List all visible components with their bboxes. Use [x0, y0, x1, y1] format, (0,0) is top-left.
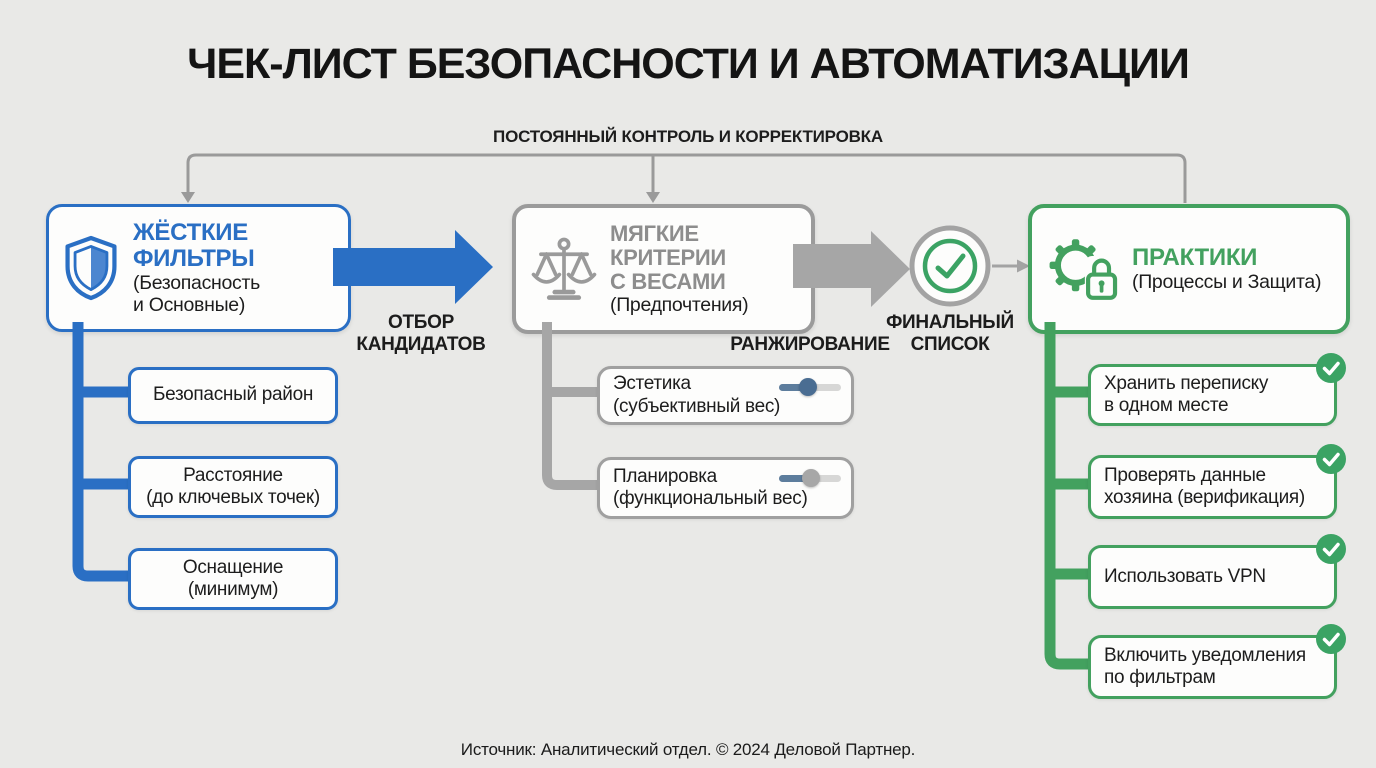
selection-arrow-label: ОТБОР КАНДИДАТОВ — [341, 312, 501, 355]
hard-filter-item-equipment: Оснащение (минимум) — [128, 548, 338, 610]
practice-label: Хранить переписку — [1104, 372, 1269, 394]
criterion-label: Эстетика — [613, 373, 691, 395]
check-circle-icon — [909, 225, 991, 307]
criterion-label: (субъективный вес) — [613, 395, 781, 417]
selection-arrow-label-line2: КАНДИДАТОВ — [356, 333, 486, 355]
practices-title: ПРАКТИКИ — [1132, 243, 1258, 271]
hard-filters-subtitle-line1: (Безопасность — [133, 271, 260, 294]
weight-slider[interactable] — [779, 469, 841, 487]
practice-label: Использовать VPN — [1104, 565, 1266, 587]
practice-label: Включить уведомления — [1104, 644, 1306, 666]
hard-filters-subtitle-line2: и Основные) — [133, 293, 246, 316]
slider-fill — [779, 474, 812, 482]
item-label: Оснащение — [182, 556, 284, 578]
hard-filters-title-line1: ЖЁСТКИЕ — [133, 218, 248, 246]
hard-filter-item-distance: Расстояние (до ключевых точек) — [128, 456, 338, 518]
hard-filters-box: ЖЁСТКИЕ ФИЛЬТРЫ (Безопасность и Основные… — [46, 204, 351, 332]
item-label: Безопасный район — [152, 384, 314, 406]
item-label: (до ключевых точек) — [146, 487, 320, 508]
feedback-label: ПОСТОЯННЫЙ КОНТРОЛЬ И КОРРЕКТИРОВКА — [493, 127, 883, 146]
feedback-loop-arrow — [181, 153, 1187, 203]
gear-lock-icon — [1044, 232, 1122, 306]
practice-label: хозяина (верификация) — [1104, 487, 1305, 508]
soft-criteria-title-line3: С ВЕСАМИ — [610, 268, 726, 294]
scales-icon — [528, 233, 600, 305]
item-label: (минимум) — [187, 579, 279, 600]
soft-criteria-title-line1: МЯГКИЕ — [610, 221, 699, 247]
check-badge-icon — [1316, 624, 1346, 654]
source-footer: Источник: Аналитический отдел. © 2024 Де… — [460, 740, 916, 759]
practice-label: в одном месте — [1104, 395, 1229, 416]
practice-item-verify-owner: Проверять данные хозяина (верификация) — [1088, 444, 1346, 519]
selection-arrow-label-line1: ОТБОР — [388, 312, 454, 333]
slider-knob[interactable] — [802, 469, 821, 487]
final-list-label: ФИНАЛЬНЫЙ СПИСОК — [870, 312, 1030, 355]
criterion-label: Планировка — [613, 465, 717, 487]
check-badge-icon — [1316, 353, 1346, 383]
stage1-connector — [72, 322, 128, 582]
hard-filter-item-safe-district: Безопасный район — [128, 367, 338, 424]
practices-subtitle: (Процессы и Защита) — [1132, 270, 1322, 293]
practice-label: по фильтрам — [1104, 667, 1216, 688]
item-label: Расстояние — [183, 464, 283, 486]
final-to-practices-arrow — [992, 259, 1030, 273]
practices-box: ПРАКТИКИ (Процессы и Защита) — [1028, 204, 1350, 334]
selection-arrow — [333, 230, 493, 304]
practice-item-use-vpn: Использовать VPN — [1088, 534, 1346, 609]
soft-criteria-subtitle: (Предпочтения) — [610, 293, 749, 316]
practice-item-store-chats: Хранить переписку в одном месте — [1088, 353, 1346, 426]
hard-filters-title-line2: ФИЛЬТРЫ — [133, 244, 255, 272]
criterion-layout: Планировка (функциональный вес) — [597, 457, 854, 519]
stage3-connector — [1044, 322, 1088, 670]
practice-label: Проверять данные — [1104, 464, 1266, 486]
check-badge-icon — [1316, 444, 1346, 474]
shield-icon — [61, 234, 121, 302]
slider-knob[interactable] — [799, 378, 818, 396]
page-title: ЧЕК-ЛИСТ БЕЗОПАСНОСТИ И АВТОМАТИЗАЦИИ — [187, 40, 1190, 88]
criterion-aesthetics: Эстетика (субъективный вес) — [597, 366, 854, 425]
check-badge-icon — [1316, 534, 1346, 564]
final-list-label-line1: ФИНАЛЬНЫЙ — [886, 312, 1014, 333]
ranking-arrow — [793, 231, 910, 307]
criterion-label: (функциональный вес) — [613, 488, 808, 509]
weight-slider[interactable] — [779, 378, 841, 396]
soft-criteria-box: МЯГКИЕ КРИТЕРИИ С ВЕСАМИ (Предпочтения) — [512, 204, 815, 334]
soft-criteria-title-line2: КРИТЕРИИ — [610, 245, 726, 271]
slider-fill — [779, 383, 809, 391]
practice-item-enable-notifications: Включить уведомления по фильтрам — [1088, 624, 1346, 699]
final-list-label-line2: СПИСОК — [910, 333, 990, 355]
ranking-arrow-label: РАНЖИРОВАНИЕ — [730, 334, 890, 355]
stage2-connector — [542, 322, 597, 490]
